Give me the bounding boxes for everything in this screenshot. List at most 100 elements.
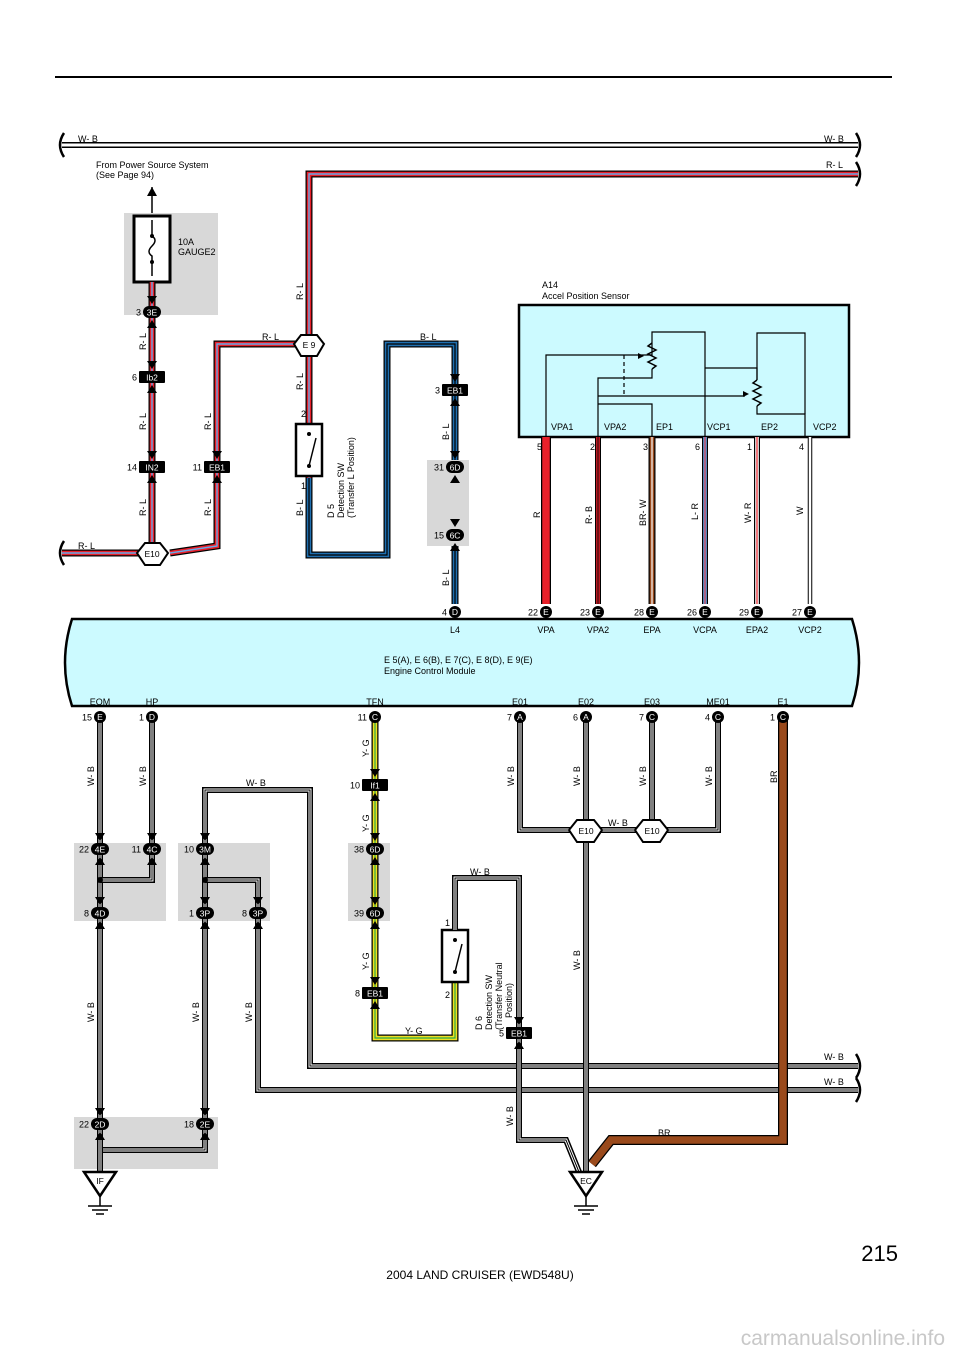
- wire-label-wb-eb1: W- B: [505, 1106, 515, 1126]
- svg-text:E02: E02: [578, 697, 594, 707]
- connector-pin-number: 6: [132, 373, 137, 383]
- wire-wb-3p8: [205, 877, 862, 1103]
- sensor-term-ep1: EP1: [656, 422, 673, 432]
- connector-pin-number: 3: [136, 308, 141, 318]
- svg-text:A: A: [583, 712, 589, 722]
- sensor-term-vpa2: VPA2: [604, 422, 626, 432]
- ground-ec-label: EC: [580, 1176, 592, 1186]
- svg-text:C: C: [780, 712, 786, 722]
- svg-text:26: 26: [687, 608, 697, 618]
- d5-name1: Detection SW: [336, 462, 346, 518]
- svg-text:ME01: ME01: [706, 697, 730, 707]
- sensor-term-vcp2: VCP2: [813, 422, 837, 432]
- connector-label: IN2: [145, 463, 159, 473]
- wire-label-wb-e01: W- B: [506, 766, 516, 786]
- wire-wb-3m: [202, 787, 862, 1122]
- connector-c3P_1: 3P 1: [189, 897, 214, 929]
- svg-text:28: 28: [634, 608, 644, 618]
- wire-label-bl-6c: B- L: [441, 569, 451, 586]
- wire-label-w: W: [795, 506, 805, 515]
- page-footer: 2004 LAND CRUISER (EWD548U): [386, 1268, 573, 1282]
- wire-label-yg-bottom: Y- G: [405, 1026, 423, 1036]
- svg-text:E03: E03: [644, 697, 660, 707]
- sensor-term-vpa1: VPA1: [551, 422, 573, 432]
- connector-pin-number: 22: [79, 845, 89, 855]
- connector-label: 4D: [95, 909, 106, 919]
- sensor-internal: [545, 331, 806, 437]
- junction-e9-label: E 9: [303, 340, 316, 350]
- svg-text:EPA: EPA: [643, 625, 660, 635]
- wire-label-br-bottom: BR: [658, 1128, 671, 1138]
- ground-if-label: IF: [96, 1176, 104, 1186]
- svg-text:EPA2: EPA2: [746, 625, 768, 635]
- d5-name2: (Transfer L Position): [346, 437, 356, 518]
- connector-pin-number: 1: [189, 909, 194, 919]
- sensor-name: Accel Position Sensor: [542, 291, 630, 301]
- d6-name1: Detection SW: [484, 974, 494, 1030]
- bus-wb-top: [58, 132, 862, 158]
- d6-name3: Position): [504, 983, 514, 1018]
- svg-text:1: 1: [139, 713, 144, 723]
- svg-text:E1: E1: [777, 697, 788, 707]
- wire-label-yg-6d: Y- G: [361, 952, 371, 970]
- junction-e10-b-label: E10: [644, 826, 659, 836]
- connector-cIN2: IN2 14: [127, 451, 165, 483]
- svg-text:VPA: VPA: [537, 625, 554, 635]
- connector-pin-number: 14: [127, 463, 137, 473]
- svg-text:EOM: EOM: [90, 697, 111, 707]
- svg-text:E: E: [543, 607, 549, 617]
- connector-label: 3P: [200, 909, 211, 919]
- sensor-pin-5: 5: [537, 442, 542, 452]
- connector-pin-number: 3: [435, 386, 440, 396]
- sensor-pin-6: 6: [695, 442, 700, 452]
- svg-text:C: C: [372, 712, 378, 722]
- wire-label-rl-3e: R- L: [138, 333, 148, 350]
- junction-e10-left-label: E10: [144, 549, 159, 559]
- wire-wb-grounds: [517, 718, 721, 1172]
- connector-label: 3E: [147, 308, 158, 318]
- svg-text:D: D: [452, 607, 458, 617]
- svg-text:7: 7: [507, 713, 512, 723]
- connector-label: 4C: [147, 845, 158, 855]
- sensor-pin-3: 3: [643, 442, 648, 452]
- wire-label-wb-3p8: W- B: [244, 1002, 254, 1022]
- wire-label-bl-d5: B- L: [295, 499, 305, 516]
- ecm-pins: D4L4E22VPAE23VPA2E28EPAE26VCPAE29EPA2E27…: [82, 606, 822, 723]
- connector-label: 6C: [450, 531, 461, 541]
- svg-text:11: 11: [358, 713, 367, 723]
- svg-text:22: 22: [528, 608, 538, 618]
- connector-label: 6D: [450, 463, 461, 473]
- svg-text:4: 4: [442, 608, 447, 618]
- wire-label-wb-hp: W- B: [138, 766, 148, 786]
- wire-label-rl-ib2: R- L: [138, 413, 148, 430]
- svg-text:E: E: [595, 607, 601, 617]
- ecm-name: Engine Control Module: [384, 666, 476, 676]
- connector-c4D: 4D8: [84, 897, 109, 929]
- connector-label: 3P: [253, 909, 264, 919]
- connector-pin-number: 5: [499, 1029, 504, 1039]
- svg-text:C: C: [715, 712, 721, 722]
- svg-text:23: 23: [580, 608, 590, 618]
- svg-text:E: E: [754, 607, 760, 617]
- bus-top-right-label: W- B: [824, 134, 844, 144]
- fuse-rating: 10A: [178, 237, 194, 247]
- wire-label-rl-e9-up: R- L: [295, 283, 305, 300]
